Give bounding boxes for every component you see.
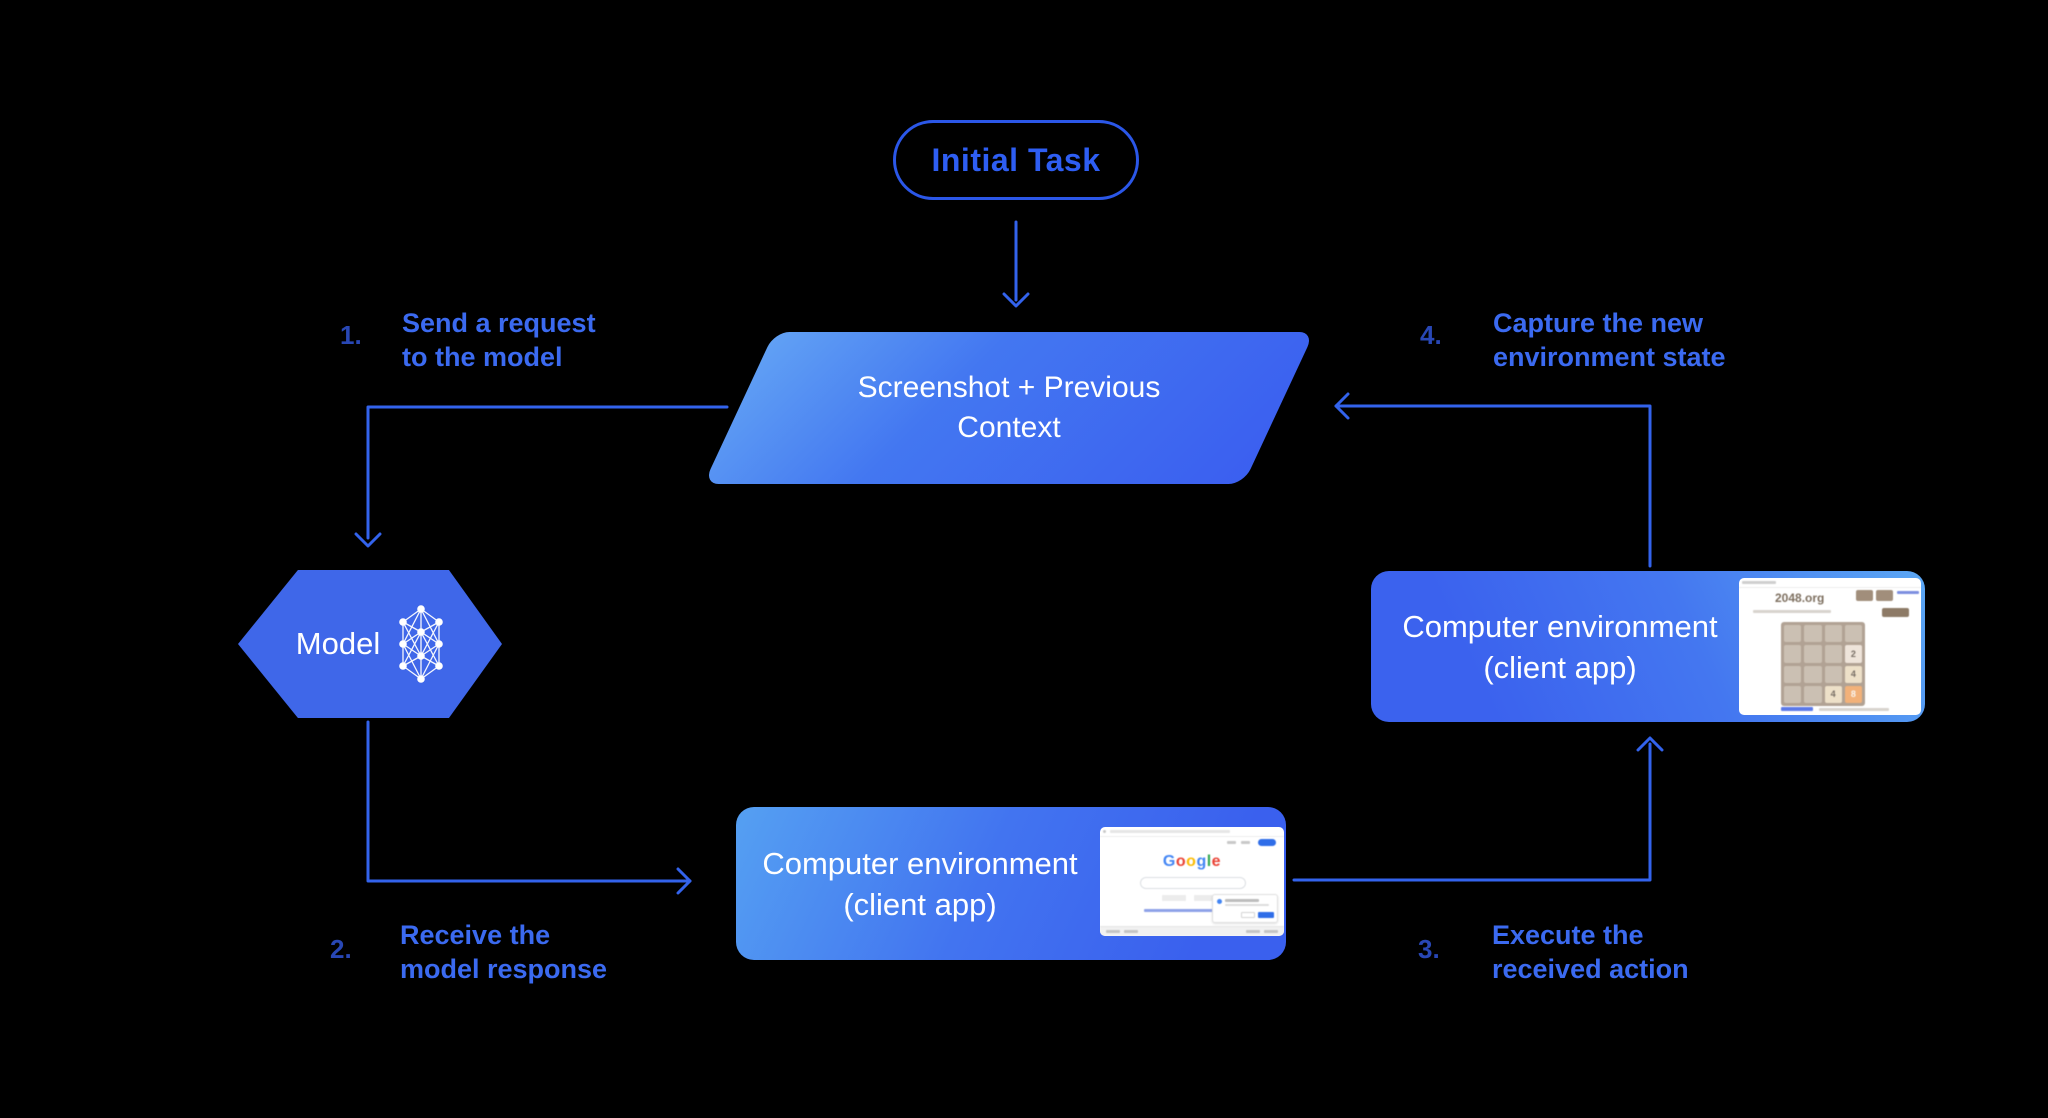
empty-tile <box>1804 665 1822 683</box>
top-links <box>1897 591 1919 594</box>
model-label: Model <box>295 626 381 661</box>
step-1-label: Send a request to the model <box>402 308 596 372</box>
browser-tab-bar <box>1742 581 1776 584</box>
empty-tile <box>1844 625 1862 643</box>
sign-in-button <box>1258 839 1276 846</box>
signin-dialog <box>1212 894 1278 923</box>
env-bottom-line2: (client app) <box>843 886 997 922</box>
arrow-env-right-to-context <box>1334 392 1652 568</box>
browser-chrome <box>1100 827 1284 837</box>
best-box <box>1876 590 1893 601</box>
screenshot-context-line2: Context <box>957 411 1061 444</box>
images-link <box>1227 841 1236 844</box>
score-box <box>1856 590 1873 601</box>
screenshot-context-node: Screenshot + Previous Context <box>703 332 1315 484</box>
google-g-icon <box>1217 899 1222 904</box>
empty-tile <box>1824 665 1842 683</box>
env-bottom-line1: Computer environment <box>762 845 1078 881</box>
empty-tile <box>1784 645 1802 663</box>
empty-tile <box>1824 645 1842 663</box>
neural-network-icon <box>399 605 444 683</box>
tile-4: 4 <box>1824 685 1842 703</box>
tile-2: 2 <box>1844 645 1862 663</box>
empty-tile <box>1784 625 1802 643</box>
google-logo: Google <box>1162 853 1222 870</box>
empty-tile <box>1804 625 1822 643</box>
initial-task-node: Initial Task <box>893 120 1139 200</box>
new-game-button <box>1882 608 1909 617</box>
computer-environment-right-node: Computer environment (client app) 2048.o… <box>1371 571 1925 722</box>
empty-tile <box>1804 685 1822 703</box>
footer-bar <box>1100 926 1284 936</box>
gmail-link <box>1241 841 1250 844</box>
stay-signed-out-button <box>1241 912 1255 918</box>
step-4-number: 4. <box>1420 320 1442 350</box>
step-2-number: 2. <box>330 934 352 964</box>
arrow-model-to-env-bottom <box>366 720 692 895</box>
search-input <box>1140 877 1246 889</box>
dialog-sign-in-button <box>1258 912 1274 918</box>
model-node: Model <box>238 570 502 718</box>
empty-tile <box>1784 665 1802 683</box>
feeling-lucky-button <box>1194 895 1224 901</box>
address-bar <box>1110 830 1230 833</box>
env-right-line1: Computer environment <box>1402 608 1718 644</box>
step-3-label: Execute the received action <box>1492 920 1689 984</box>
computer-environment-bottom-node: Computer environment (client app) Google <box>736 807 1286 960</box>
step-2-label: Receive the model response <box>400 920 608 984</box>
empty-tile <box>1784 685 1802 703</box>
screenshot-google-home: Google <box>1100 827 1284 936</box>
screenshot-context-line1: Screenshot + Previous <box>857 371 1161 404</box>
step-3-number: 3. <box>1418 934 1440 964</box>
empty-tile <box>1804 645 1822 663</box>
env-right-line2: (client app) <box>1483 649 1637 685</box>
footer-link <box>1781 707 1813 711</box>
tile-8: 8 <box>1844 685 1862 703</box>
arrow-env-bottom-to-env-right <box>1292 736 1664 882</box>
arrow-initialtask-to-context <box>1002 220 1030 308</box>
site-title-2048: 2048.org <box>1775 591 1825 605</box>
arrow-context-to-model <box>354 405 729 548</box>
step-4-label: Capture the new environment state <box>1493 308 1726 372</box>
language-links <box>1144 909 1230 912</box>
empty-tile <box>1824 625 1842 643</box>
google-search-button <box>1162 895 1186 901</box>
tile-4: 4 <box>1844 665 1862 683</box>
initial-task-label: Initial Task <box>931 141 1101 178</box>
step-1-number: 1. <box>340 320 362 350</box>
